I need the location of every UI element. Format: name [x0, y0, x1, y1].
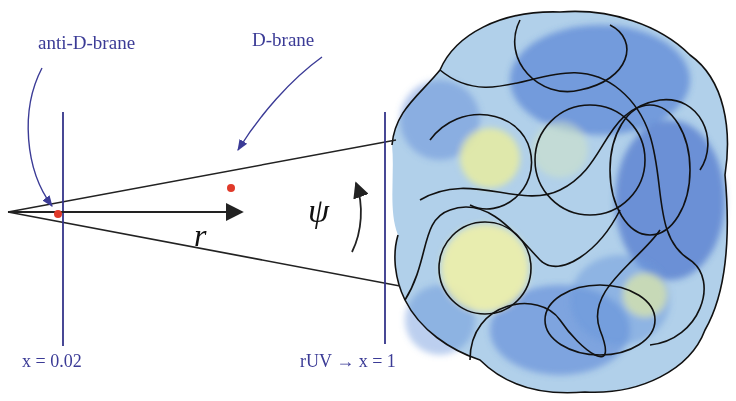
- label: x = 0.02: [22, 352, 82, 372]
- leader-arrow: [238, 57, 322, 150]
- anti-brane-line: [62, 112, 64, 346]
- r-arrow: [8, 211, 242, 213]
- label: D-brane: [252, 30, 314, 51]
- compact-space-blob: [392, 11, 727, 392]
- label: r: [194, 218, 206, 253]
- brane-dot: [227, 184, 235, 192]
- label: ψ: [308, 192, 329, 229]
- psi-arrow: [352, 183, 361, 252]
- brane-line: [384, 112, 386, 344]
- label: anti-D-brane: [38, 33, 135, 54]
- leader-arrow: [28, 68, 52, 206]
- cone-edge: [8, 212, 400, 286]
- label: rUV → x = 1: [300, 352, 396, 372]
- anti-brane-dot: [54, 210, 62, 218]
- cone-edge: [8, 140, 396, 212]
